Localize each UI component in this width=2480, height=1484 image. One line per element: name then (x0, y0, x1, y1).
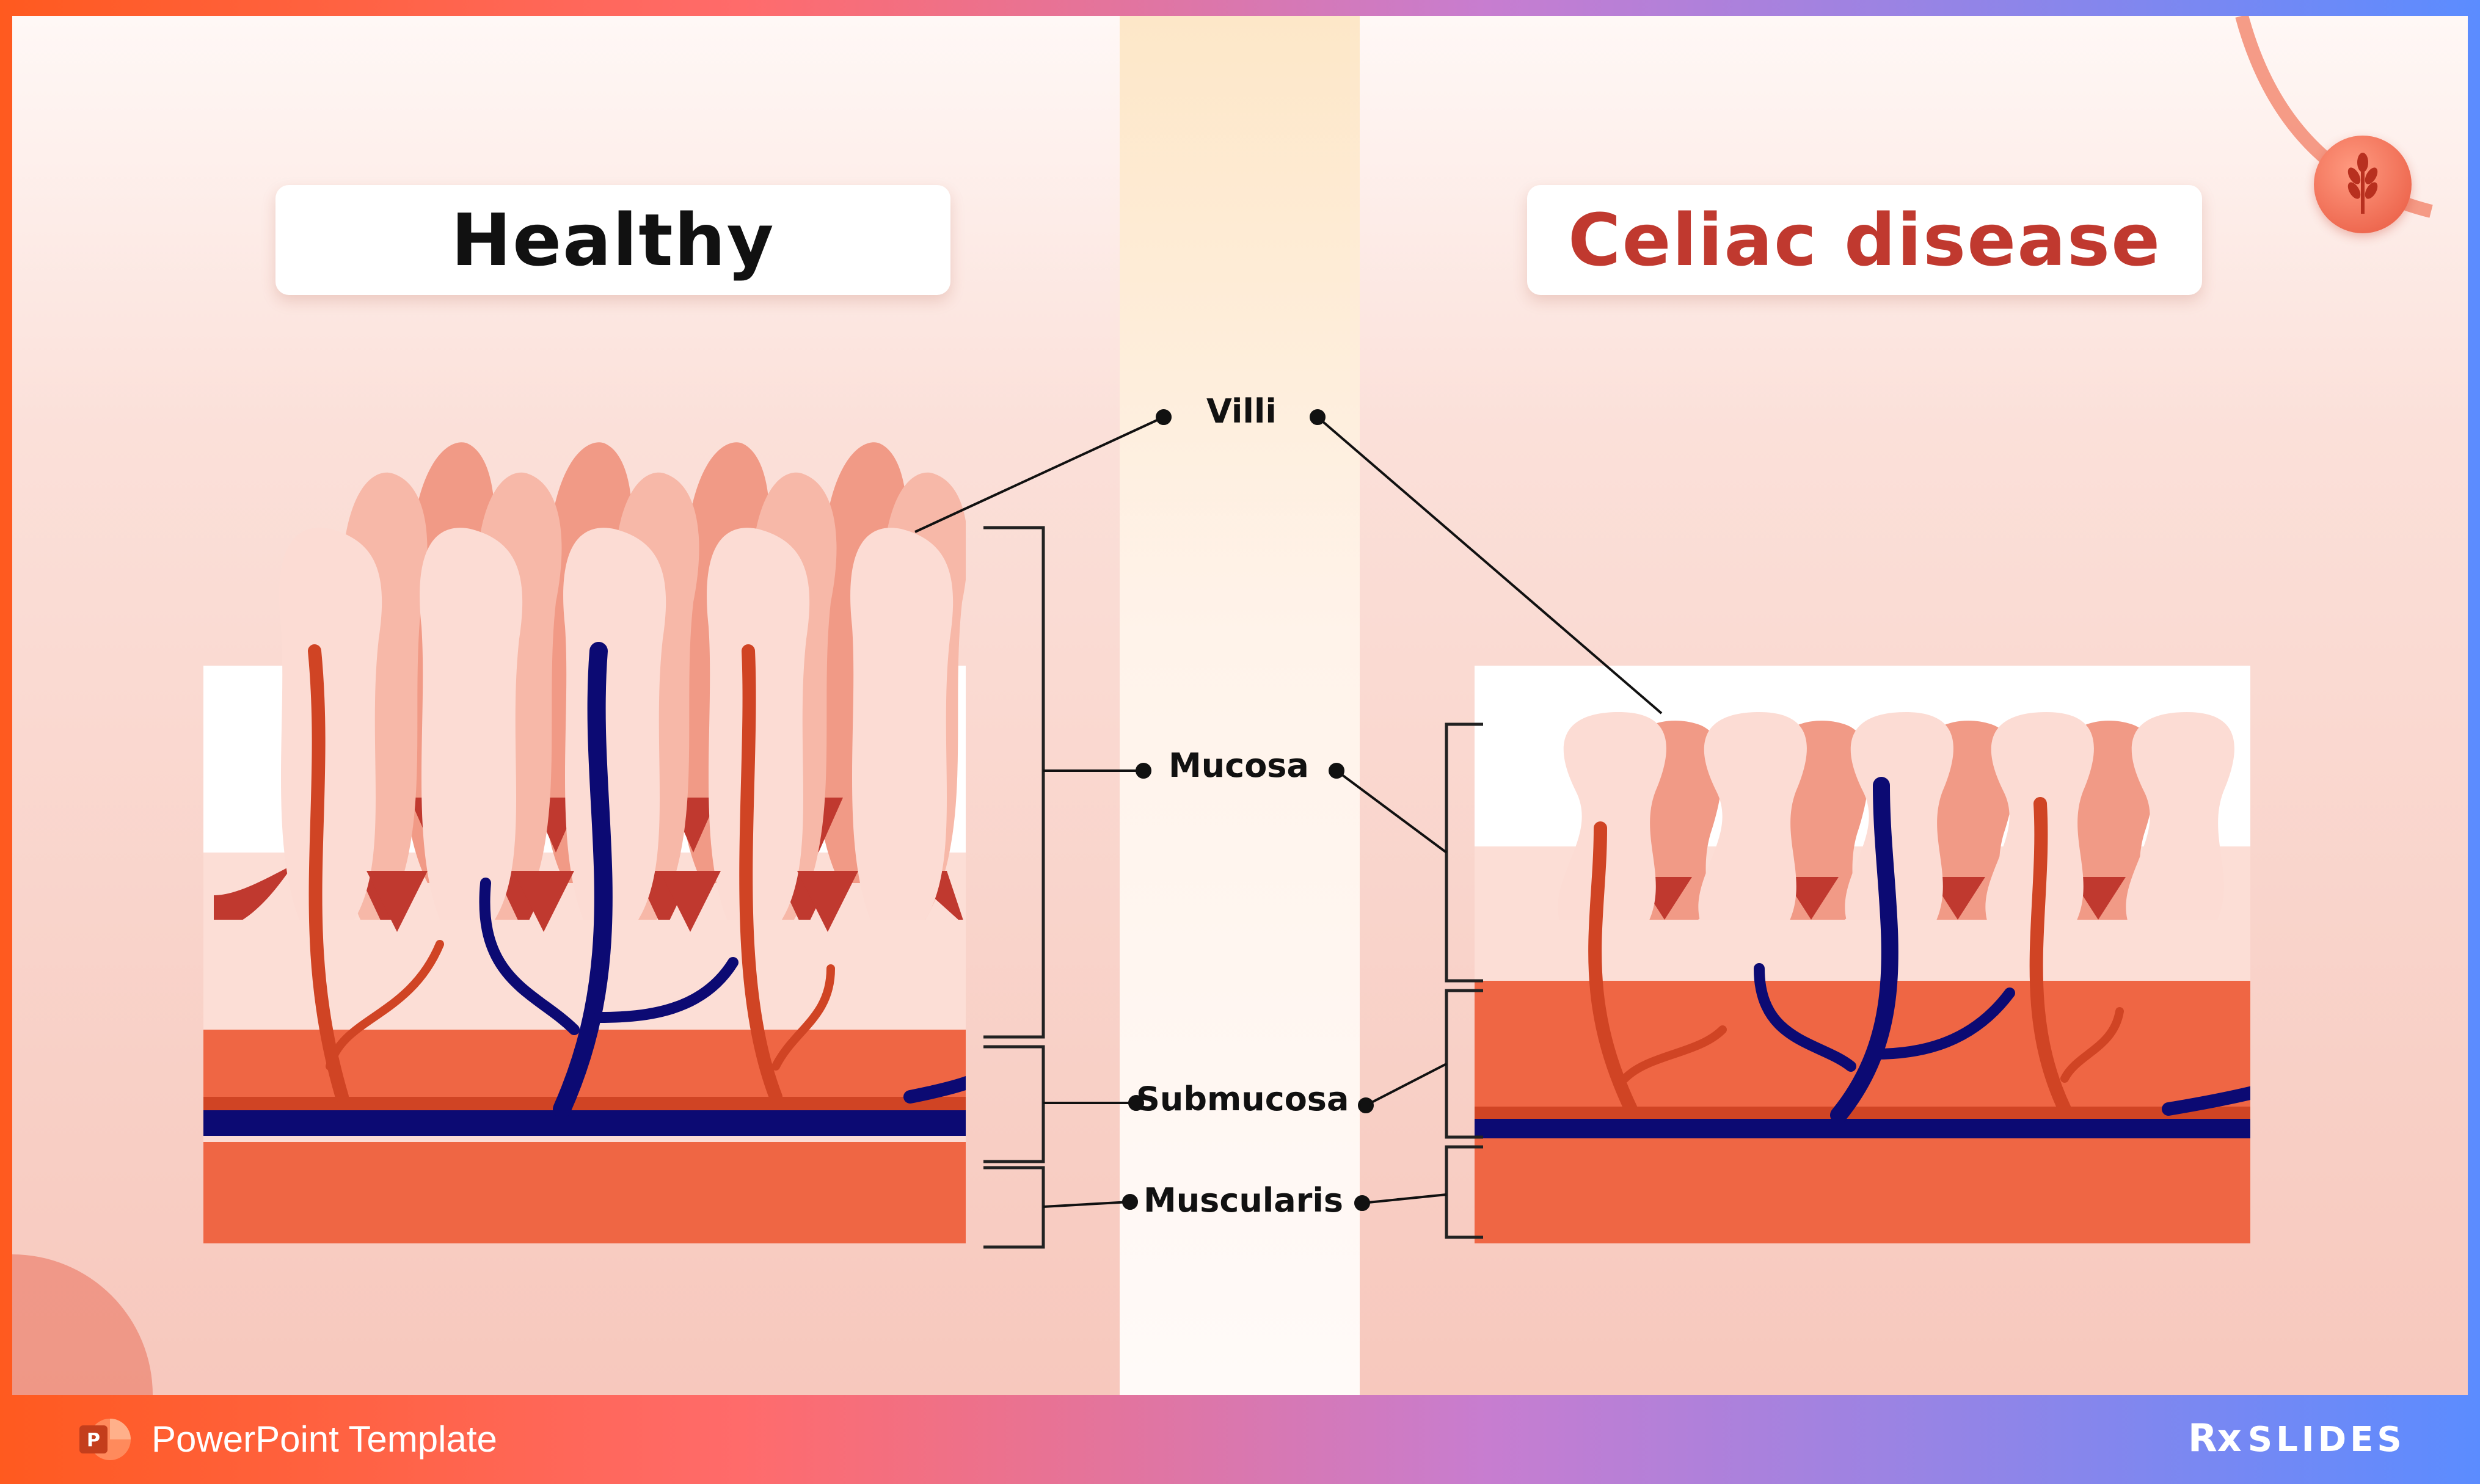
wheat-icon (2347, 153, 2378, 214)
celiac-muscularis-bracket (1445, 1145, 1483, 1239)
healthy-submucosa-line (203, 1097, 966, 1110)
slide: Healthy Celiac disease (12, 16, 2468, 1395)
label-mucosa: Mucosa (1169, 746, 1309, 785)
celiac-title-card: Celiac disease (1527, 185, 2202, 295)
villi-leader-right (1316, 416, 1663, 715)
brand-name: SLIDES (2247, 1420, 2405, 1460)
healthy-tissue-diagram (203, 409, 2250, 1249)
leader-lines (914, 409, 1663, 1211)
muscularis-leader-right (1362, 1193, 1447, 1204)
celiac-submucosa-line (1475, 1107, 2250, 1119)
mucosa-dot-left (1136, 763, 1151, 779)
healthy-blue-vessels (479, 642, 966, 1118)
celiac-crypts (1637, 877, 2126, 920)
healthy-brackets (983, 526, 1045, 1249)
muscularis-dot-left (1122, 1194, 1138, 1210)
celiac-muscularis-layer (1475, 1138, 2250, 1243)
muscularis-dot-right (1354, 1195, 1370, 1211)
submucosa-dot-left (1128, 1095, 1144, 1111)
celiac-red-vessels (1588, 797, 2124, 1116)
healthy-muscularis-layer (203, 1142, 966, 1243)
celiac-front-villi (1558, 712, 2234, 932)
label-muscularis: Muscularis (1143, 1181, 1344, 1220)
healthy-front-villi (279, 528, 954, 920)
healthy-thin-line (203, 1136, 966, 1142)
corner-circle (12, 1254, 153, 1395)
healthy-title-card: Healthy (275, 185, 950, 295)
healthy-title: Healthy (451, 198, 775, 282)
label-villi: Villi (1206, 392, 1277, 431)
label-submucosa: Submucosa (1136, 1080, 1349, 1118)
mucosa-leader-right (1335, 769, 1448, 854)
villi-dot-left (1156, 409, 1172, 425)
mucosa-dot-right (1329, 763, 1344, 779)
celiac-title: Celiac disease (1567, 198, 2162, 282)
brand-rx: Rx (2188, 1416, 2242, 1460)
celiac-blue-band (1475, 1119, 2250, 1138)
villi-dot-right (1310, 409, 1326, 425)
muscularis-leader-left (1043, 1201, 1131, 1208)
wheat-badge (2314, 136, 2412, 233)
healthy-mucosa-bracket (983, 526, 1045, 1039)
healthy-lower-crypts (367, 871, 858, 932)
healthy-blue-band (203, 1110, 966, 1136)
healthy-red-vessels (308, 644, 835, 1104)
healthy-submucosa-bracket (983, 1045, 1045, 1163)
powerpoint-icon: P (79, 1419, 131, 1460)
footer-template-text: PowerPoint Template (151, 1419, 497, 1460)
submucosa-leader-right (1365, 1063, 1447, 1107)
center-label-band (1120, 16, 1360, 1395)
celiac-blue-vessels (1754, 777, 2250, 1124)
celiac-tissue (1475, 666, 2250, 1243)
healthy-tissue (203, 442, 966, 1243)
submucosa-dot-right (1358, 1097, 1374, 1113)
svg-text:P: P (87, 1430, 100, 1451)
healthy-muscularis-bracket (983, 1166, 1045, 1249)
celiac-mucosa-lower (1475, 920, 2250, 981)
villi-leader-left (914, 416, 1164, 533)
